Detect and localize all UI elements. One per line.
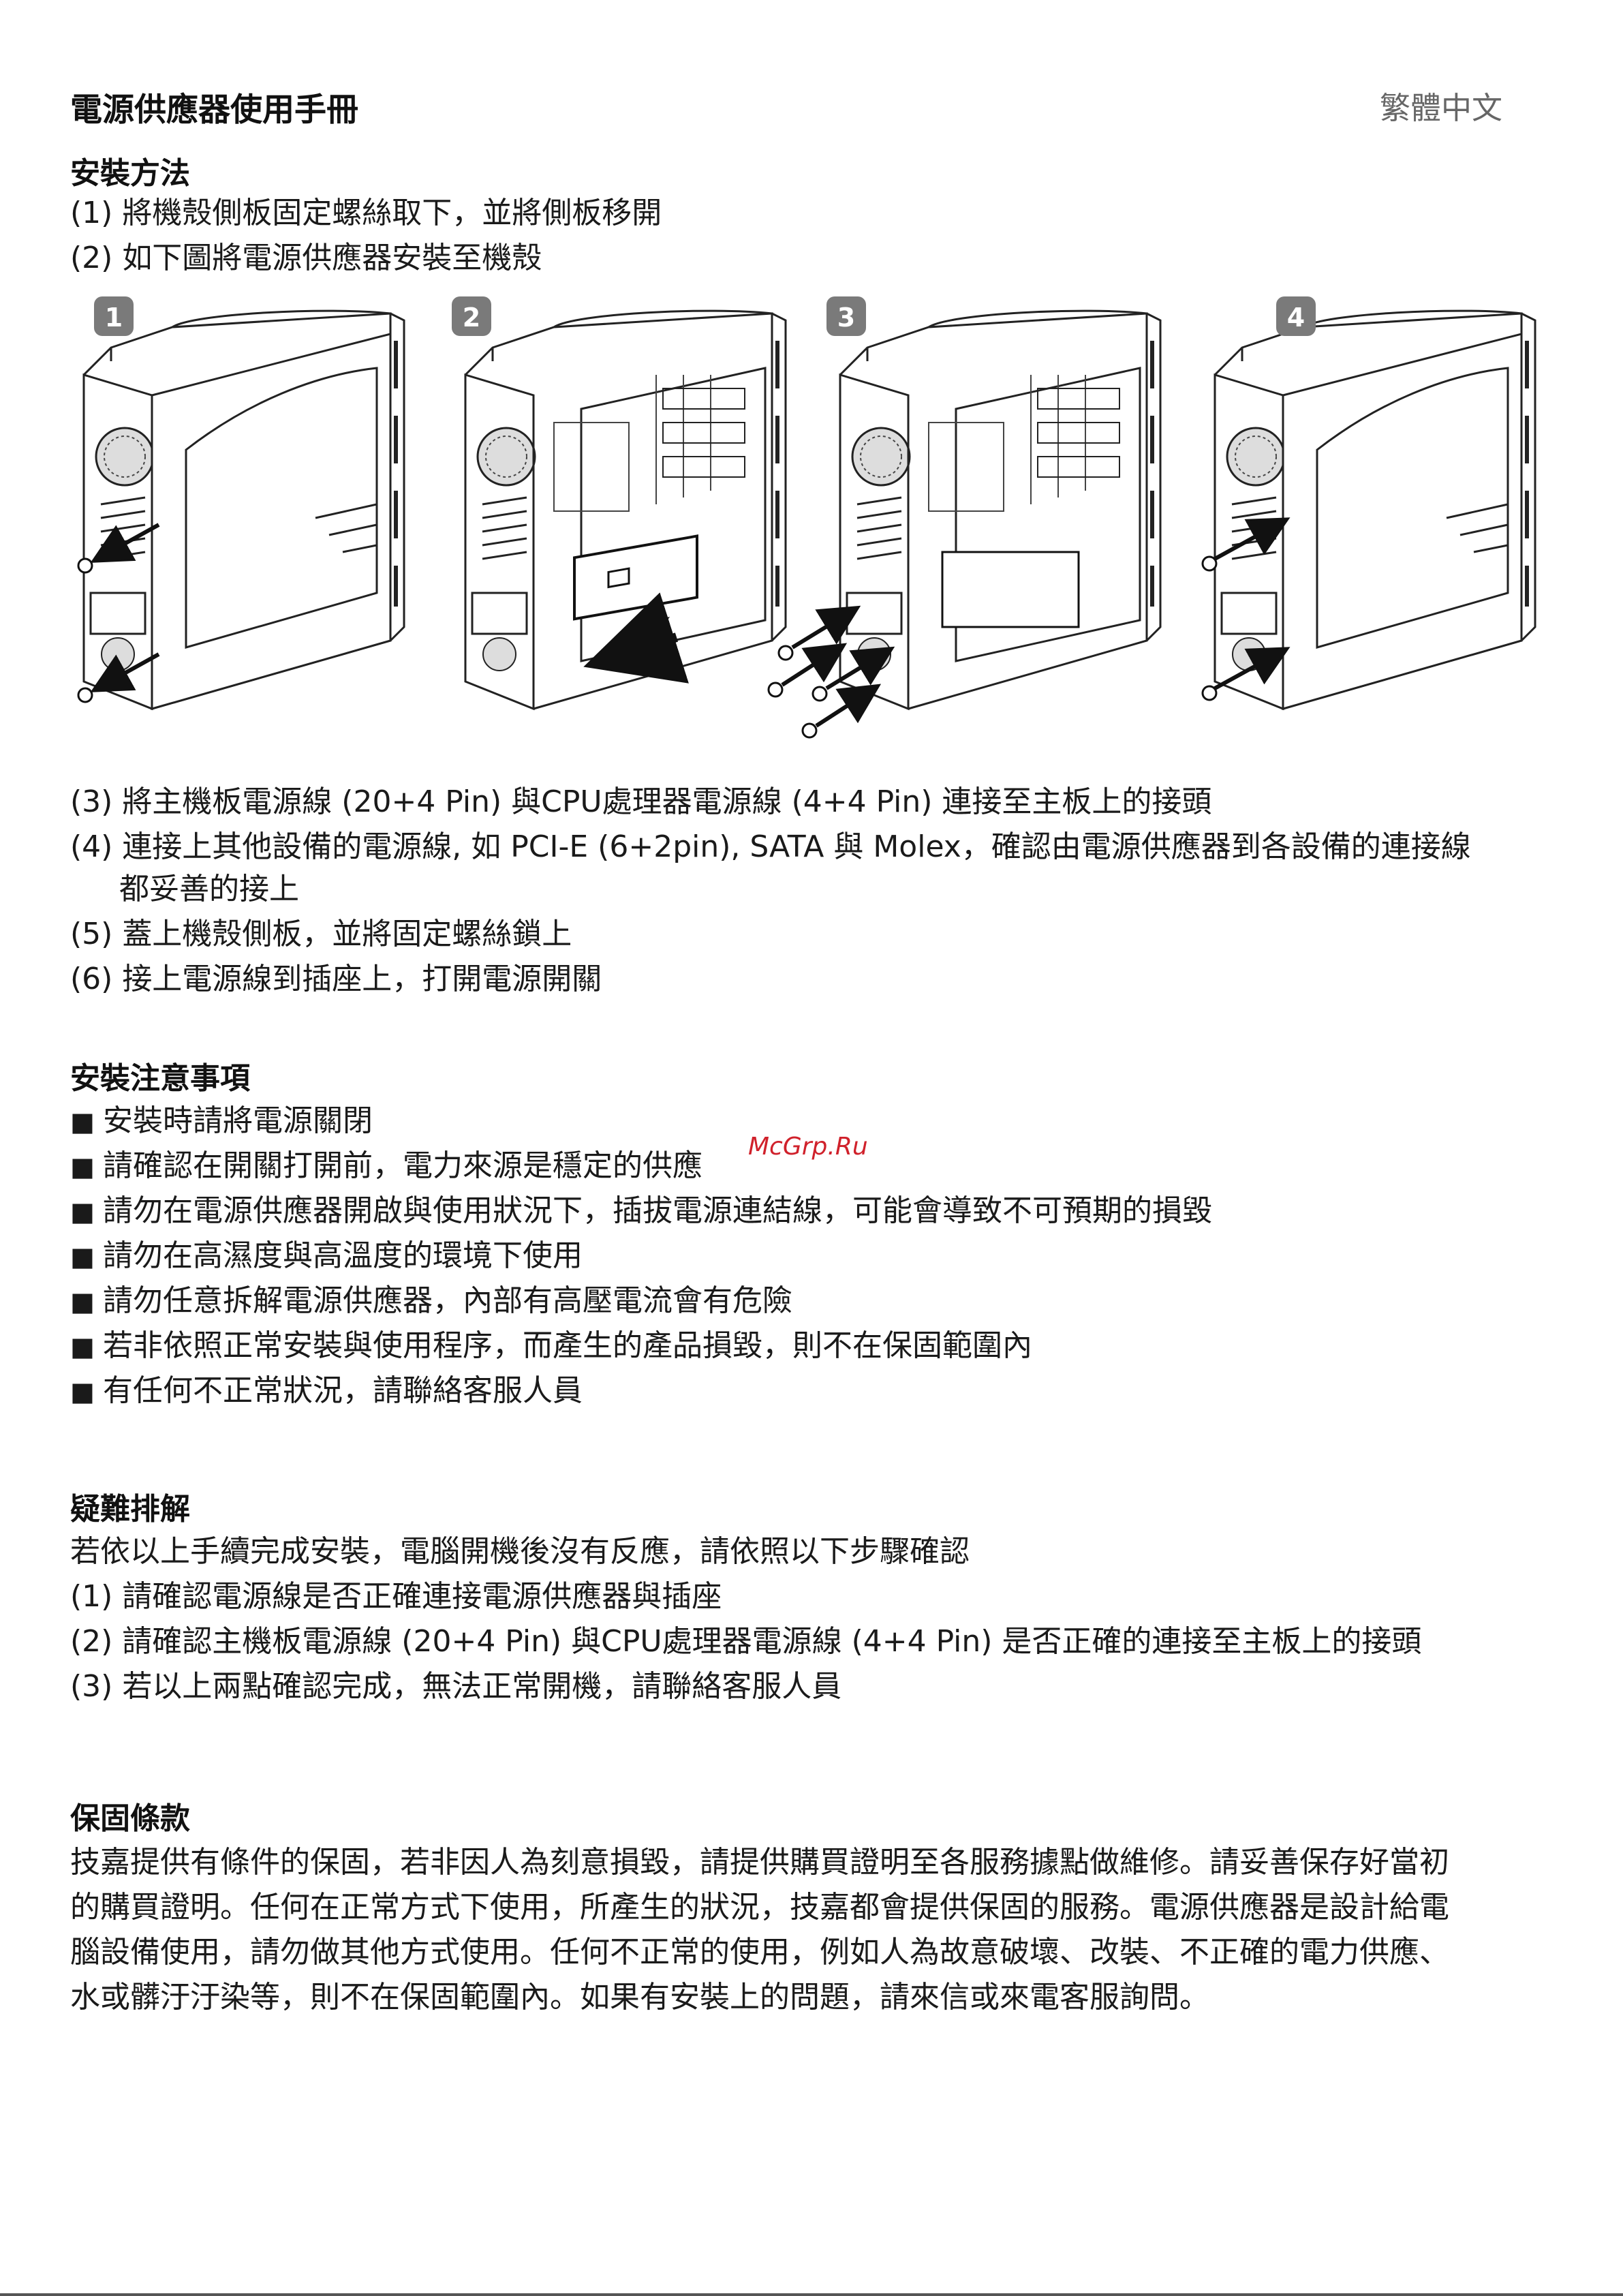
install-step-6: (6) 接上電源線到插座上，打開電源開關 bbox=[70, 962, 602, 996]
watermark: McGrp.Ru bbox=[748, 1133, 868, 1161]
svg-text:3: 3 bbox=[837, 303, 855, 333]
warranty-heading: 保固條款 bbox=[70, 1801, 190, 1836]
step-3-panel: 3 bbox=[767, 296, 1160, 739]
install-step-2: (2) 如下圖將電源供應器安裝至機殼 bbox=[70, 241, 542, 275]
troubleshoot-item-2: (2) 請確認主機板電源線 (20+4 Pin) 與CPU處理器電源線 (4+4… bbox=[70, 1624, 1422, 1659]
svg-text:2: 2 bbox=[463, 303, 480, 333]
caution-item: 請勿在高濕度與高溫度的環境下使用 bbox=[70, 1231, 583, 1274]
step-4-panel: 4 bbox=[1201, 296, 1535, 709]
step-badge-4: 4 bbox=[1276, 296, 1316, 336]
troubleshoot-intro: 若依以上手續完成安裝，電腦開機後沒有反應，請依照以下步驟確認 bbox=[70, 1534, 970, 1569]
step-badge-3: 3 bbox=[826, 296, 866, 336]
install-heading: 安裝方法 bbox=[70, 156, 190, 191]
document-title: 電源供應器使用手冊 bbox=[70, 91, 358, 129]
svg-text:4: 4 bbox=[1287, 303, 1305, 333]
install-step-5: (5) 蓋上機殼側板，並將固定螺絲鎖上 bbox=[70, 917, 572, 951]
step-badge-2: 2 bbox=[452, 296, 491, 336]
caution-item: 安裝時請將電源關閉 bbox=[70, 1096, 373, 1139]
caution-item: 請勿在電源供應器開啟與使用狀況下，插拔電源連結線，可能會導致不可預期的損毀 bbox=[70, 1186, 1212, 1229]
install-step-3: (3) 將主機板電源線 (20+4 Pin) 與CPU處理器電源線 (4+4 P… bbox=[70, 784, 1212, 819]
caution-item: 若非依照正常安裝與使用程序，而產生的產品損毀，則不在保固範圍內 bbox=[70, 1321, 1032, 1364]
svg-text:1: 1 bbox=[105, 303, 123, 333]
step-badge-1: 1 bbox=[94, 296, 134, 336]
caution-item: 請確認在開關打開前，電力來源是穩定的供應 bbox=[70, 1141, 702, 1184]
troubleshoot-item-1: (1) 請確認電源線是否正確連接電源供應器與插座 bbox=[70, 1579, 722, 1614]
language-label: 繁體中文 bbox=[1380, 90, 1503, 126]
caution-item: 有任何不正常狀況，請聯絡客服人員 bbox=[70, 1366, 583, 1409]
install-step-4-continued: 都妥善的接上 bbox=[119, 872, 299, 906]
installation-figure: 1 2 3 bbox=[77, 296, 1549, 739]
warranty-line-4: 水或髒汙汙染等，則不在保固範圍內。如果有安裝上的問題，請來信或來電客服詢問。 bbox=[70, 1980, 1209, 2015]
warranty-line-3: 腦設備使用，請勿做其他方式使用。任何不正常的使用，例如人為故意破壞、改裝、不正確… bbox=[70, 1935, 1449, 1970]
step-2-panel: 2 bbox=[452, 296, 786, 709]
install-step-4: (4) 連接上其他設備的電源線, 如 PCI-E (6+2pin), SATA … bbox=[70, 829, 1471, 864]
step-1-panel: 1 bbox=[77, 296, 404, 709]
troubleshoot-heading: 疑難排解 bbox=[70, 1492, 190, 1527]
cautions-heading: 安裝注意事項 bbox=[70, 1061, 250, 1096]
install-step-1: (1) 將機殼側板固定螺絲取下，並將側板移開 bbox=[70, 196, 662, 230]
troubleshoot-item-3: (3) 若以上兩點確認完成，無法正常開機，請聯絡客服人員 bbox=[70, 1669, 842, 1704]
warranty-line-2: 的購買證明。任何在正常方式下使用，所產生的狀況，技嘉都會提供保固的服務。電源供應… bbox=[70, 1890, 1449, 1925]
caution-item: 請勿任意拆解電源供應器，內部有高壓電流會有危險 bbox=[70, 1276, 792, 1319]
page-bottom-rule bbox=[0, 2293, 1623, 2296]
warranty-line-1: 技嘉提供有條件的保固，若非因人為刻意損毀，請提供購買證明至各服務據點做維修。請妥… bbox=[70, 1845, 1449, 1880]
